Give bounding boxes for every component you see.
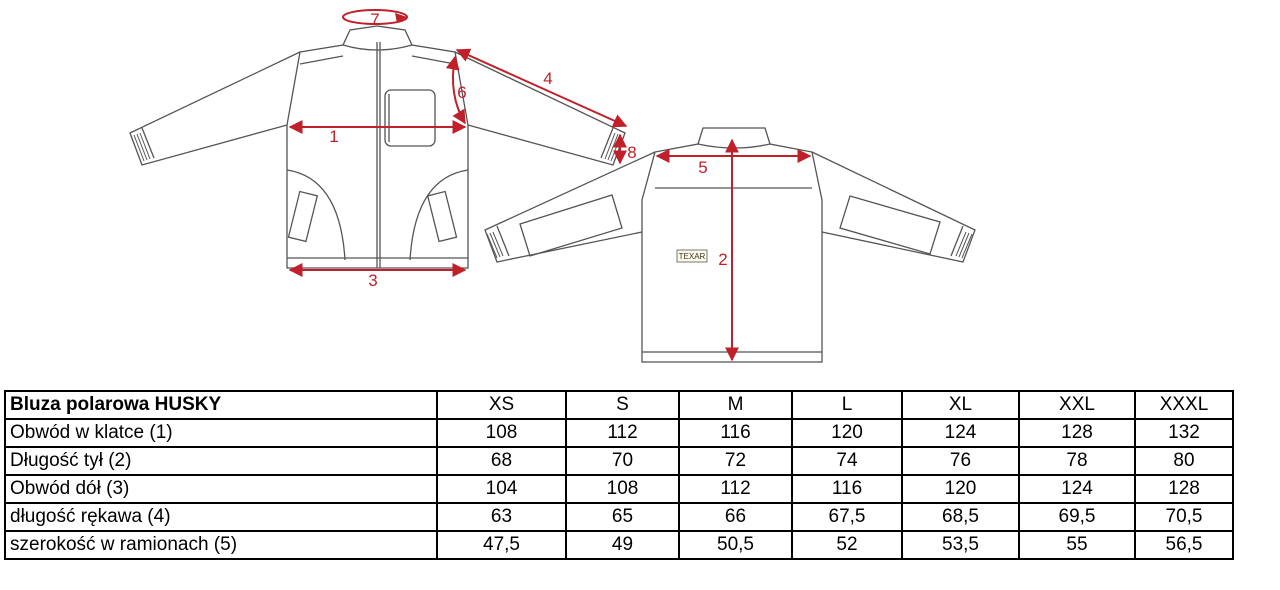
size-header: M	[678, 390, 793, 420]
table-cell: 124	[1018, 474, 1136, 504]
row-label: szerokość w ramionach (5)	[4, 530, 438, 560]
measure-label-5: 5	[698, 158, 707, 177]
table-cell: 72	[678, 446, 793, 476]
jacket-back	[484, 127, 976, 363]
measure-label-2: 2	[718, 250, 727, 269]
measure-label-6: 6	[457, 83, 466, 102]
table-cell: 49	[565, 530, 680, 560]
table-title: Bluza polarowa HUSKY	[4, 390, 438, 420]
row-label: Obwód dół (3)	[4, 474, 438, 504]
table-cell: 76	[901, 446, 1020, 476]
size-header: L	[791, 390, 903, 420]
measure-label-7: 7	[370, 10, 379, 29]
table-cell: 53,5	[901, 530, 1020, 560]
table-cell: 128	[1018, 418, 1136, 448]
size-header: XS	[436, 390, 567, 420]
table-cell: 78	[1018, 446, 1136, 476]
table-cell: 68	[436, 446, 567, 476]
table-cell: 104	[436, 474, 567, 504]
measure-label-4: 4	[543, 69, 552, 88]
table-cell: 70	[565, 446, 680, 476]
back-cuffs	[486, 231, 973, 259]
table-cell: 116	[678, 418, 793, 448]
table-cell: 120	[901, 474, 1020, 504]
table-cell: 80	[1134, 446, 1234, 476]
table-cell: 65	[565, 502, 680, 532]
table-cell: 120	[791, 418, 903, 448]
table-cell: 132	[1134, 418, 1234, 448]
table-cell: 112	[678, 474, 793, 504]
row-label: Obwód w klatce (1)	[4, 418, 438, 448]
measure-label-3: 3	[368, 271, 377, 290]
measure-label-1: 1	[329, 127, 338, 146]
size-header: XXXL	[1134, 390, 1234, 420]
table-cell: 63	[436, 502, 567, 532]
size-header: XXL	[1018, 390, 1136, 420]
measure-lines	[288, 9, 812, 362]
table-cell: 56,5	[1134, 530, 1234, 560]
table-cell: 52	[791, 530, 903, 560]
table-cell: 69,5	[1018, 502, 1136, 532]
measure-label-8: 8	[627, 143, 636, 162]
row-label: Długość tył (2)	[4, 446, 438, 476]
table-cell: 108	[436, 418, 567, 448]
row-label: długość rękawa (4)	[4, 502, 438, 532]
table-cell: 70,5	[1134, 502, 1234, 532]
table-cell: 74	[791, 446, 903, 476]
size-header: S	[565, 390, 680, 420]
table-cell: 112	[565, 418, 680, 448]
table-cell: 66	[678, 502, 793, 532]
size-header: XL	[901, 390, 1020, 420]
table-cell: 116	[791, 474, 903, 504]
jacket-front	[129, 25, 626, 269]
jacket-diagram: TEXAR 1 2 3 4 5 6 7 8	[129, 9, 976, 363]
brand-tag-text: TEXAR	[679, 252, 706, 261]
table-cell: 67,5	[791, 502, 903, 532]
table-cell: 128	[1134, 474, 1234, 504]
table-cell: 50,5	[678, 530, 793, 560]
table-cell: 108	[565, 474, 680, 504]
collar-arrow	[395, 13, 407, 23]
table-cell: 47,5	[436, 530, 567, 560]
table-cell: 124	[901, 418, 1020, 448]
brand-tag	[676, 249, 708, 263]
table-cell: 68,5	[901, 502, 1020, 532]
table-cell: 55	[1018, 530, 1136, 560]
